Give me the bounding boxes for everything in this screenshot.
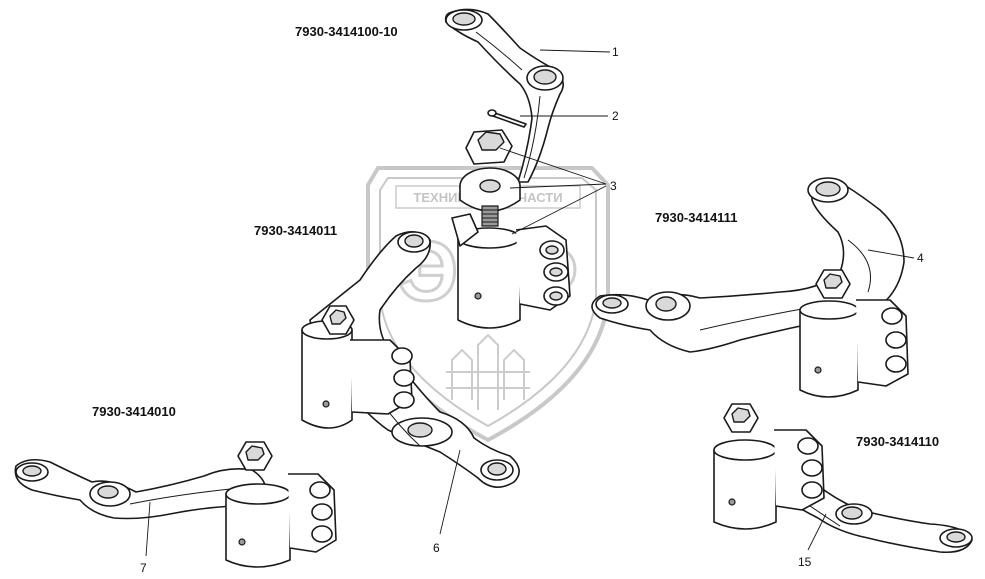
knuckle-housing-center xyxy=(451,213,571,329)
nut-and-washer-part-3 xyxy=(459,129,521,227)
callout-4: 4 xyxy=(917,251,924,265)
callout-7: 7 xyxy=(140,561,147,575)
cotter-pin-part-2 xyxy=(487,109,527,128)
steering-arm-part-4 xyxy=(591,177,909,398)
callout-15: 15 xyxy=(798,555,812,569)
leader-lines xyxy=(145,49,915,557)
steering-arm-part-15 xyxy=(713,403,973,554)
callout-1: 1 xyxy=(612,45,619,59)
callout-3: 3 xyxy=(610,179,617,193)
steering-arm-part-7 xyxy=(14,441,337,568)
callout-2: 2 xyxy=(612,109,619,123)
callout-6: 6 xyxy=(433,541,440,555)
assembly-code-4: 7930-3414010 xyxy=(92,404,176,419)
assembly-code-5: 7930-3414110 xyxy=(856,434,939,449)
assembly-code-3: 7930-3414111 xyxy=(655,210,737,225)
assembly-code-2: 7930-3414011 xyxy=(254,223,337,238)
steering-arm-part-6 xyxy=(301,231,520,488)
steering-arm-part-1 xyxy=(444,8,564,183)
assembly-code-1: 7930-3414100-10 xyxy=(295,24,398,39)
